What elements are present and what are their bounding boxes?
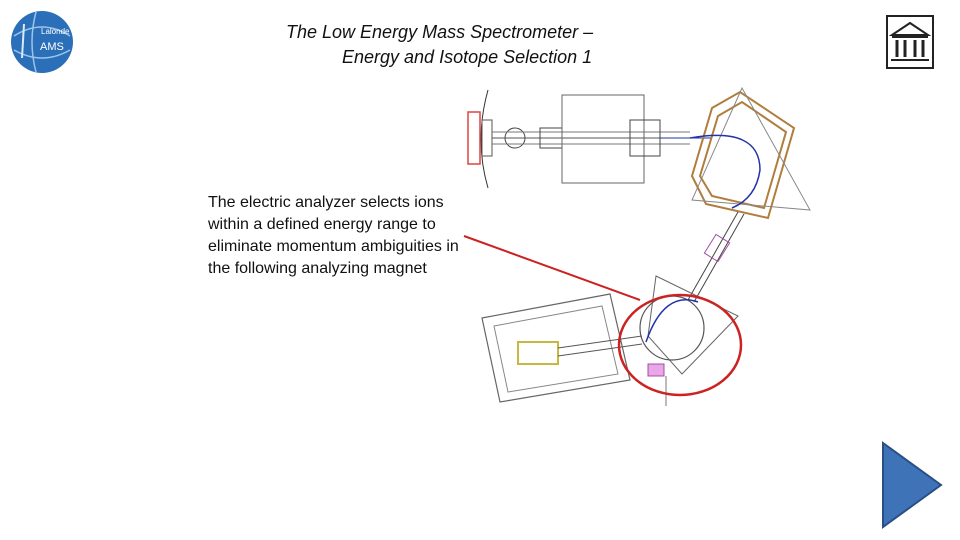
title-line-2: Energy and Isotope Selection 1 (342, 47, 593, 67)
university-building-icon (886, 15, 934, 69)
spectrometer-diagram (460, 80, 820, 410)
logo-text-lalonde: Lalonde (41, 27, 70, 36)
logo-text-ams: AMS (40, 41, 64, 53)
next-slide-button[interactable] (880, 440, 944, 530)
lalonde-ams-logo: Lalonde AMS (10, 10, 74, 74)
caption-text: The electric analyzer selects ions withi… (208, 194, 459, 277)
slide-title: The Low Energy Mass Spectrometer – Energ… (230, 20, 710, 70)
play-next-icon (882, 441, 943, 529)
title-line-1: The Low Energy Mass Spectrometer – (286, 22, 594, 42)
